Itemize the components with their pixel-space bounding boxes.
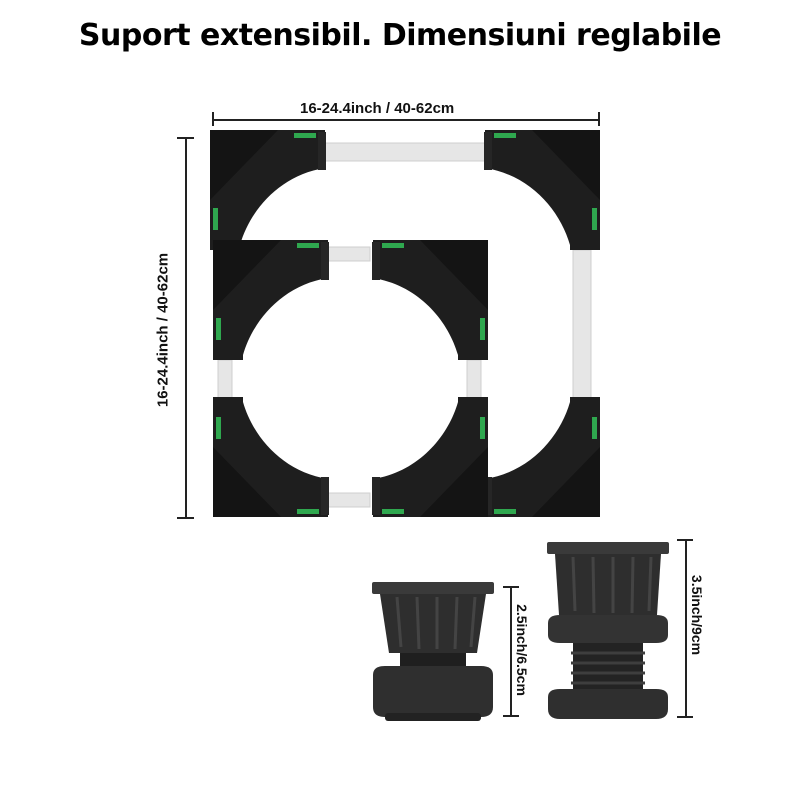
extendable-frame-image <box>210 125 605 525</box>
tall-foot-dimension-line <box>685 539 687 717</box>
adjustable-feet-image <box>365 535 675 725</box>
width-dimension-tick-left <box>212 112 214 126</box>
height-dimension-label: 16-24.4inch / 40-62cm <box>154 252 172 408</box>
tall-foot-dimension-tick-top <box>677 539 693 541</box>
height-dimension-tick-top <box>177 137 194 139</box>
width-dimension-line <box>212 119 599 121</box>
height-dimension-line <box>185 137 187 518</box>
page-title: Suport extensibil. Dimensiuni reglabile <box>78 18 722 53</box>
height-dimension-tick-bottom <box>177 517 194 519</box>
short-foot-dimension-tick-top <box>503 586 519 588</box>
short-foot-dimension-label: 2.5inch/6.5cm <box>514 604 530 696</box>
short-foot-dimension-tick-bottom <box>503 715 519 717</box>
width-dimension-tick-right <box>598 112 600 126</box>
tall-foot-dimension-label: 3.5inch/9cm <box>689 574 705 656</box>
width-dimension-label: 16-24.4inch / 40-62cm <box>300 100 455 117</box>
short-foot-dimension-line <box>510 586 512 716</box>
tall-foot-dimension-tick-bottom <box>677 716 693 718</box>
